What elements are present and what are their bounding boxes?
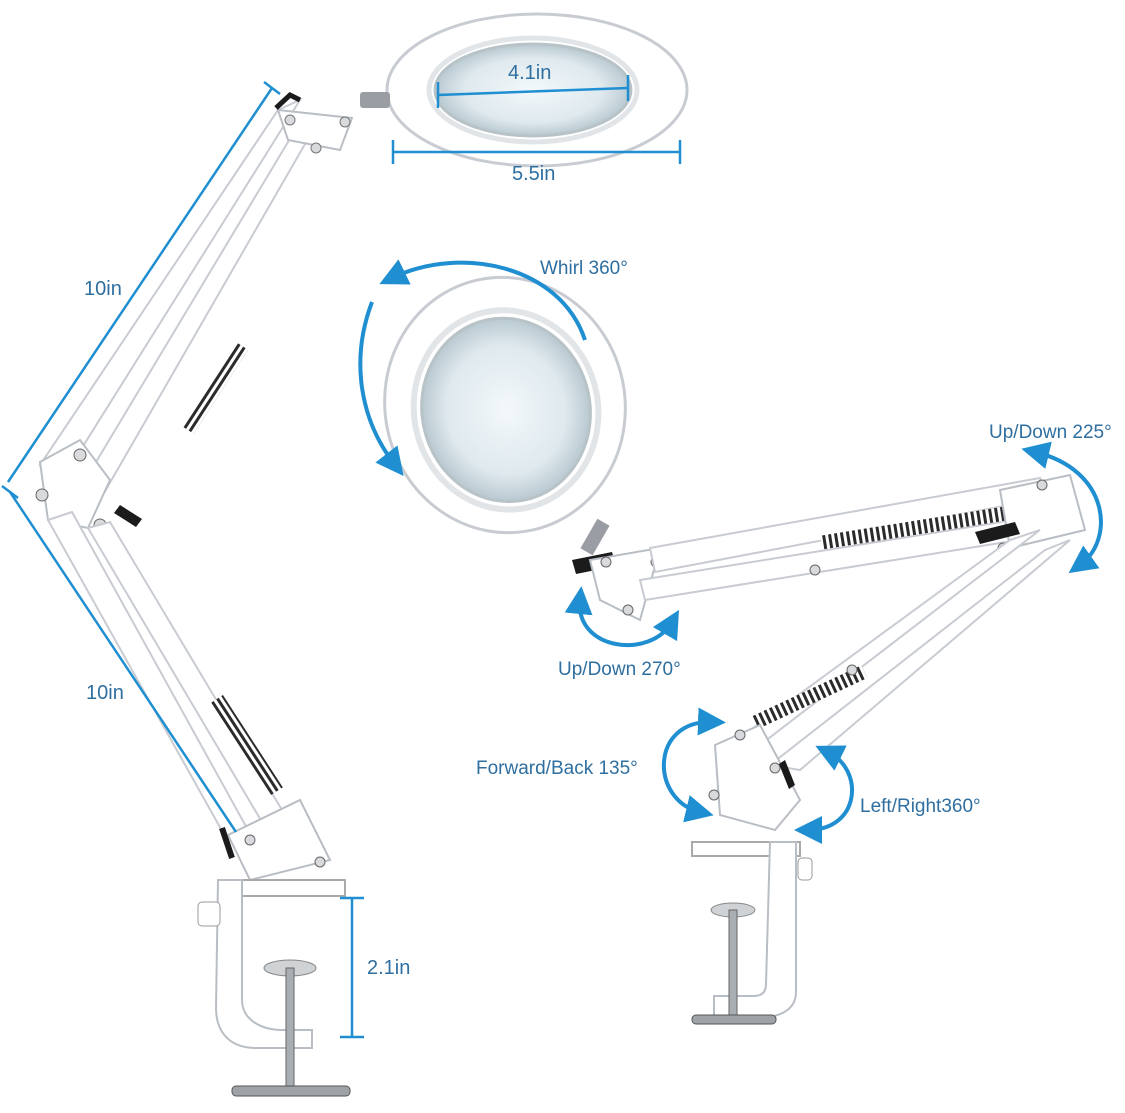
left-clamp [197,798,351,1097]
left-upper-arm [38,91,354,502]
head-diameter-label: 5.5in [512,163,556,185]
up-down-225-arrow-icon [1021,441,1103,574]
lower-arm-length-label: 10in [86,682,124,704]
whirl-arrow-2-icon [358,301,404,477]
left-elbow-joint [35,438,142,532]
right-lamp [383,275,1087,1025]
upper-arm-length-label: 10in [84,278,122,300]
rotation-arrows [358,259,1103,844]
left-lamp [35,12,689,1097]
up-down-270-label: Up/Down 270° [558,659,681,680]
forward-back-arrow-icon [662,707,726,823]
whirl-arrow-icon [379,259,587,341]
dimension-lines [1,75,682,1039]
up-down-225-label: Up/Down 225° [989,422,1112,443]
left-lower-arm [46,510,287,840]
lens-diameter-label: 4.1in [508,62,552,84]
right-clamp [691,723,813,1025]
right-lamp-head [383,275,627,535]
right-lower-arm [726,529,1071,772]
whirl-label: Whirl 360° [540,258,628,279]
forward-back-label: Forward/Back 135° [476,758,638,779]
left-lamp-head [360,12,689,168]
left-right-arrow-icon [794,745,854,844]
left-right-label: Left/Right360° [860,796,981,817]
up-down-270-arrow-icon [564,586,680,648]
clamp-height-label: 2.1in [367,957,411,979]
